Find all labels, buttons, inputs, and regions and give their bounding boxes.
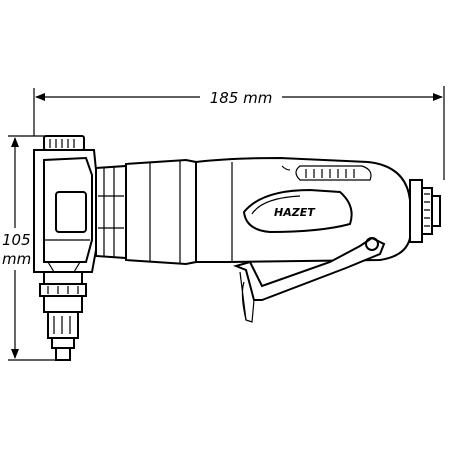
height-unit: mm (2, 250, 31, 268)
motor-housing (195, 156, 411, 263)
height-dimension: 105 mm (2, 135, 58, 361)
width-label: 185 mm (210, 89, 273, 107)
air-inlet-fitting (431, 195, 441, 227)
die-nut (39, 283, 87, 297)
air-inlet-nut (421, 187, 433, 235)
grip-logo-panel (242, 188, 353, 234)
tool-outline: HAZET (33, 135, 441, 361)
punch-tip (51, 337, 75, 349)
width-dimension: 185 mm (33, 86, 445, 180)
die-holder (43, 271, 83, 285)
gear-housing (125, 158, 197, 266)
die-body (43, 295, 83, 313)
punch-end (55, 347, 71, 361)
height-value: 105 (2, 231, 31, 249)
rear-cap (409, 179, 423, 243)
punch-sleeve (47, 311, 79, 339)
collar (95, 164, 127, 260)
brand-logo: HAZET (274, 206, 316, 219)
